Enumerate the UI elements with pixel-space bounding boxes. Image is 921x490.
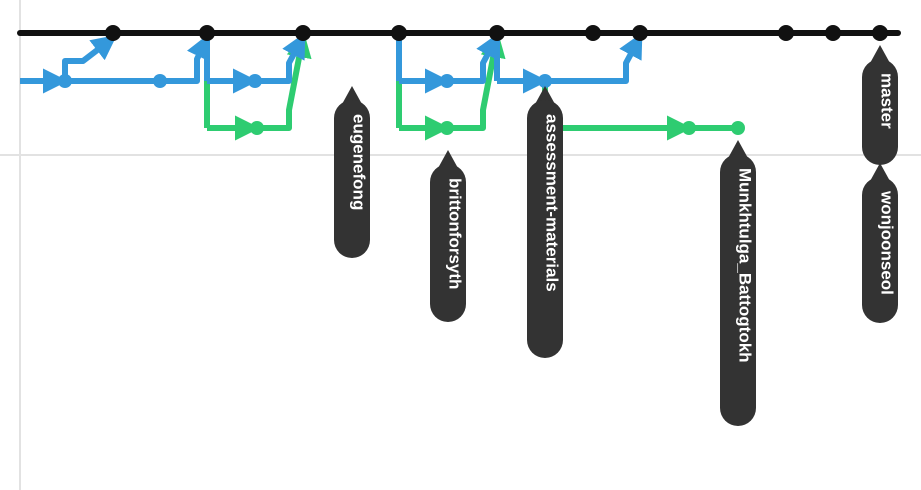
branch-tag-layer: eugenefong brittonforsyth assessment-mater… — [334, 45, 898, 426]
tag-label: Munkhtulga_Battogtokh — [736, 168, 755, 363]
blue-commit-node-2-0[interactable] — [440, 74, 454, 88]
green-commit-node-2-1[interactable] — [731, 121, 745, 135]
tag-body — [334, 100, 370, 258]
tag-Munkhtulga_Battogtokh[interactable]: Munkhtulga_Battogtokh — [720, 140, 756, 426]
tag-label: wonjoonseol — [878, 190, 897, 295]
master-commit-node-4[interactable] — [489, 25, 505, 41]
green-merge-up-1 — [447, 32, 506, 131]
blue-merge-up-1 — [255, 32, 306, 84]
master-commit-node-6[interactable] — [632, 25, 648, 41]
blue-commit-node-0-0[interactable] — [58, 74, 72, 88]
tag-eugenefong[interactable]: eugenefong — [334, 86, 370, 258]
master-commit-node-5[interactable] — [585, 25, 601, 41]
green-commit-node-0-0[interactable] — [250, 121, 264, 135]
tag-label: brittonforsyth — [446, 178, 465, 289]
green-merge-up-0 — [257, 32, 312, 131]
master-commit-node-3[interactable] — [391, 25, 407, 41]
tag-label: assessment-materials — [543, 114, 562, 292]
tag-master[interactable]: master — [862, 45, 898, 165]
tag-brittonforsyth[interactable]: brittonforsyth — [430, 150, 466, 322]
tag-wonjoonseol[interactable]: wonjoonseol — [862, 163, 898, 323]
tag-body — [430, 164, 466, 322]
blue-merge-up-0 — [62, 34, 117, 81]
blue-merge-up-2 — [447, 32, 500, 84]
tag-assessment-materials[interactable]: assessment-materials — [527, 86, 563, 358]
tag-body — [720, 154, 756, 426]
master-commit-node-0[interactable] — [105, 25, 121, 41]
tag-label: eugenefong — [350, 114, 369, 210]
blue-merge-up-tail-0 — [160, 33, 210, 84]
master-commit-node-1[interactable] — [199, 25, 215, 41]
master-commit-node-9[interactable] — [872, 25, 888, 41]
blue-commit-node-0-1[interactable] — [153, 74, 167, 88]
blue-commit-node-3-0[interactable] — [538, 74, 552, 88]
tag-body — [527, 100, 563, 358]
master-commit-node-7[interactable] — [778, 25, 794, 41]
blue-branch-layer — [20, 32, 643, 94]
tag-label: master — [878, 73, 897, 129]
tag-body — [862, 59, 898, 165]
green-commit-node-2-0[interactable] — [682, 121, 696, 135]
master-branch-layer — [17, 25, 901, 41]
master-commit-node-8[interactable] — [825, 25, 841, 41]
blue-merge-up-3 — [545, 32, 643, 84]
tag-body — [862, 177, 898, 323]
green-commit-node-1-0[interactable] — [440, 121, 454, 135]
master-commit-node-2[interactable] — [295, 25, 311, 41]
blue-commit-node-1-0[interactable] — [248, 74, 262, 88]
